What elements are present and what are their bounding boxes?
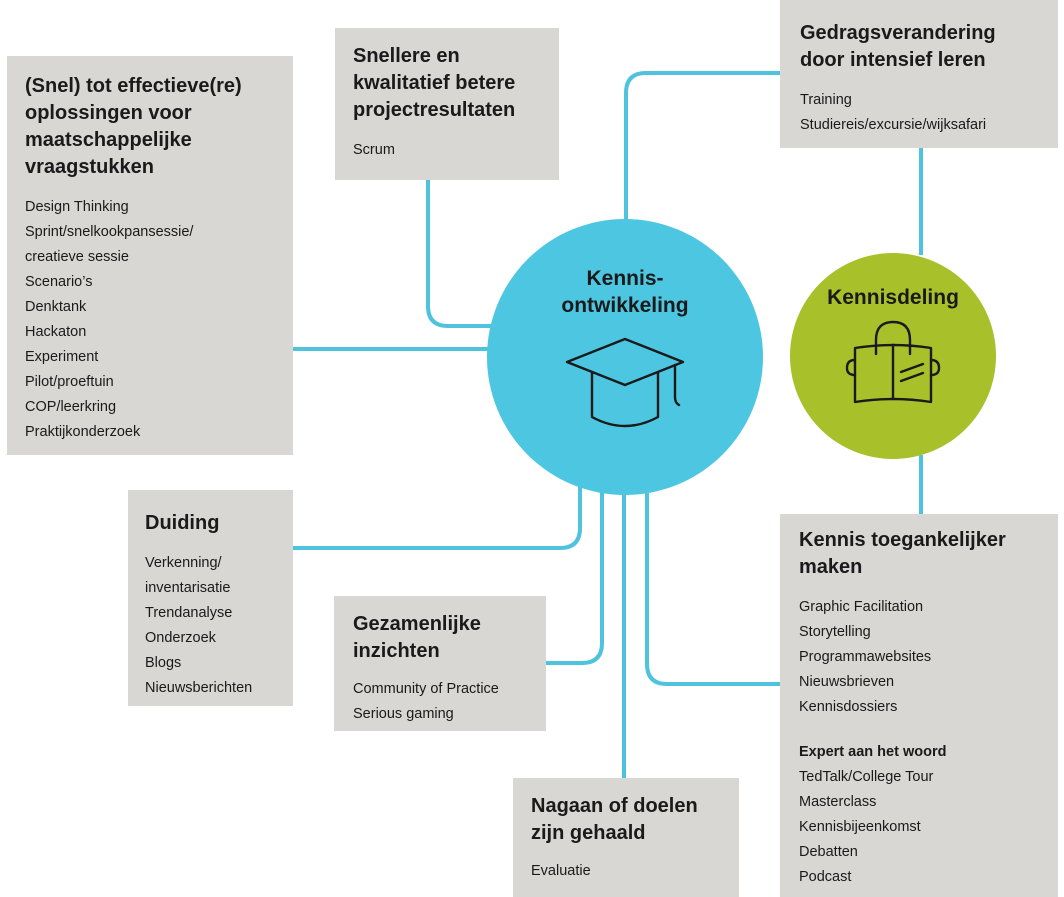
box-duiding-title: Duiding [145,512,220,534]
kennisontwikkeling-title: Kennis- ontwikkeling [561,267,689,317]
box-gedragsverandering-title: Gedragsverandering door intensief leren [800,22,996,71]
list-item: Serious gaming [353,706,454,722]
list-item: Kennisdossiers [799,699,898,715]
box-doelen-title: Nagaan of doelen zijn gehaald [531,795,698,844]
list-item: Podcast [799,869,852,885]
connector-inzichten [546,472,604,665]
box-gedragsverandering: Gedragsverandering door intensief leren … [780,0,1058,148]
list-item: Hackaton [25,324,87,340]
connector-duiding [293,470,582,550]
box-toegankelijk: Kennis toegankelijker maken Graphic Faci… [780,514,1058,897]
box-projectresultaten-list: Scrum [353,138,543,163]
box-duiding-list: Verkenning/ inventarisatie Trendanalyse … [145,551,281,701]
list-item: Sprint/snelkookpansessie/ [25,224,194,240]
list-item: Kennisbijeenkomst [799,819,921,835]
reading-person-icon [845,320,941,404]
box-inzichten-list: Community of Practice Serious gaming [353,677,534,727]
box-toegankelijk-title: Kennis toegankelijker maken [799,529,1006,578]
box-doelen-list: Evaluatie [531,859,725,884]
list-item: Experiment [25,349,99,365]
list-item: inventarisatie [145,580,231,596]
connector-projectresultaten [426,178,520,328]
list-item: Nieuwsbrieven [799,674,895,690]
list-item: Design Thinking [25,199,129,215]
box-projectresultaten: Snellere en kwalitatief betere projectre… [335,28,559,180]
list-item: Storytelling [799,624,871,640]
kennisdeling-title: Kennisdeling [827,286,959,309]
box-projectresultaten-title: Snellere en kwalitatief betere projectre… [353,45,516,121]
list-item: Scrum [353,142,395,158]
kennisontwikkeling-circle: Kennis- ontwikkeling [487,219,763,495]
box-inzichten: Gezamenlijke inzichten Community of Prac… [334,596,546,731]
list-item: Programmawebsites [799,649,932,665]
box-oplossingen: (Snel) tot effectieve(re) oplossingen vo… [7,56,293,455]
connector-toegankelijk [645,472,780,686]
list-item: Trendanalyse [145,605,233,621]
box-oplossingen-title: (Snel) tot effectieve(re) oplossingen vo… [25,75,242,178]
box-oplossingen-list: Design Thinking Sprint/snelkookpansessie… [25,195,275,445]
list-item: Nieuwsberichten [145,680,253,696]
list-item: Debatten [799,844,858,860]
list-item: Training [800,92,852,108]
graduation-cap-icon [565,337,685,428]
list-item: Verkenning/ [145,555,222,571]
list-item: COP/leerkring [25,399,117,415]
box-toegankelijk-sublist: TedTalk/College Tour Masterclass Kennisb… [799,765,1046,890]
box-doelen: Nagaan of doelen zijn gehaald Evaluatie [513,778,739,897]
list-item: Onderzoek [145,630,216,646]
list-item: Blogs [145,655,182,671]
kennisdeling-circle: Kennisdeling [790,253,996,459]
box-gedragsverandering-list: Training Studiereis/excursie/wijksafari [800,88,1042,138]
list-item: creatieve sessie [25,249,129,265]
list-item: Masterclass [799,794,877,810]
list-item: Evaluatie [531,863,591,879]
list-item: Graphic Facilitation [799,599,924,615]
list-item: Studiereis/excursie/wijksafari [800,117,987,133]
list-item: Pilot/proeftuin [25,374,114,390]
box-toegankelijk-subheading: Expert aan het woord [799,744,947,760]
list-item: Praktijkonderzoek [25,424,141,440]
list-item: TedTalk/College Tour [799,769,934,785]
list-item: Community of Practice [353,681,499,697]
list-item: Scenario’s [25,274,93,290]
box-toegankelijk-list: Graphic Facilitation Storytelling Progra… [799,595,1046,720]
connector-gedragsverandering [624,71,780,225]
box-duiding: Duiding Verkenning/ inventarisatie Trend… [128,490,293,706]
box-inzichten-title: Gezamenlijke inzichten [353,613,481,662]
list-item: Denktank [25,299,87,315]
